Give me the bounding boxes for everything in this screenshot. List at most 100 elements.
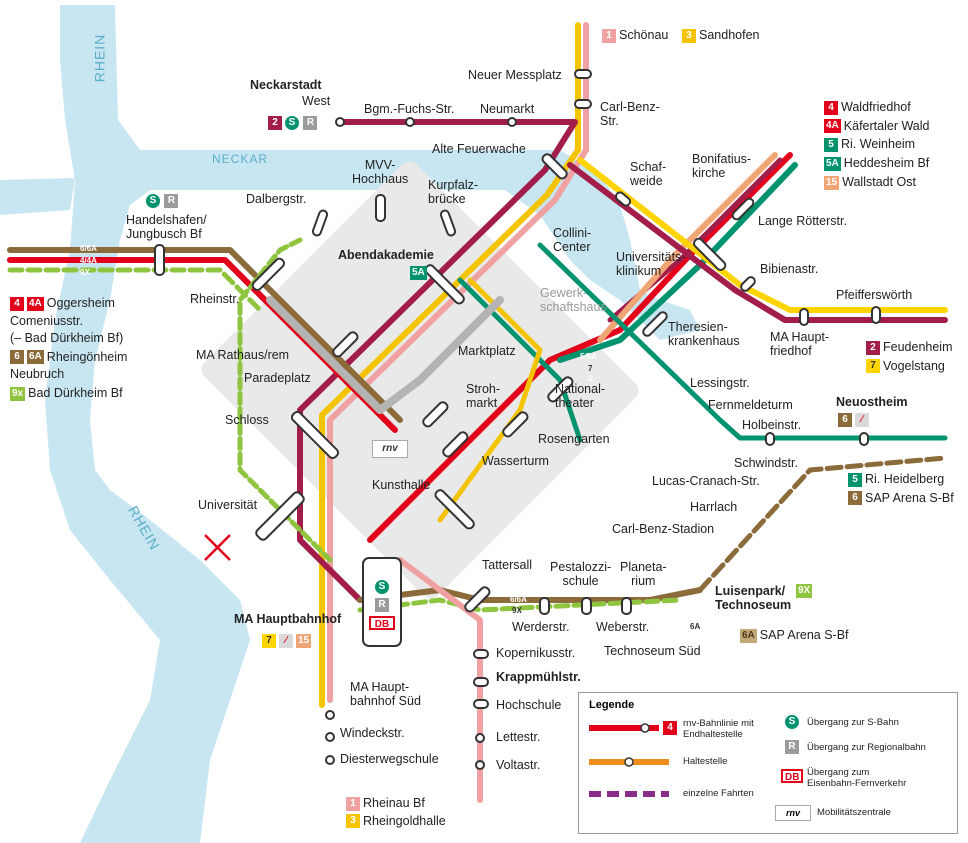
track-label-luisen-6: 6 — [684, 582, 689, 591]
station-neuostheim: Neuostheim — [836, 395, 908, 409]
station-harrlach: Harrlach — [690, 500, 738, 514]
rnv-logo: rnv — [372, 440, 408, 458]
terminal-text: Rheingönheim — [46, 349, 128, 364]
legend-line-sample — [589, 723, 659, 733]
station-neumarkt: Neumarkt — [480, 102, 535, 116]
line-badge-1: 1 — [602, 28, 616, 43]
terminal-text: Waldfriedhof — [841, 100, 911, 114]
abendakademie-badge: 5A — [410, 264, 430, 282]
legend-title: Legende — [589, 699, 635, 711]
station-weberstr: Weberstr. — [596, 620, 650, 634]
station-diesterwegschule: Diesterwegschule — [340, 752, 439, 766]
station-schafweide: Schaf- weide — [630, 160, 667, 188]
track-label-sap: 6A — [690, 622, 701, 631]
tram-lines — [7, 22, 948, 803]
track-label-nat-7: 7 — [588, 364, 593, 373]
line-badge-5a: 5A — [410, 265, 427, 280]
luisenpark-badge: 9X — [796, 582, 815, 600]
track-label-nat-2: 2 — [588, 374, 593, 383]
line-7-east — [577, 157, 948, 313]
track-label-werder-6: 6/6A — [510, 595, 527, 604]
line-badge-3: 3 — [346, 814, 360, 829]
terminal-text: Ri. Weinheim — [841, 137, 916, 152]
station-voltastr: Voltastr. — [496, 758, 541, 772]
station-planetarium: Planeta- rium — [620, 560, 667, 588]
line-badge-6: 6 — [838, 412, 852, 427]
station-tattersall: Tattersall — [482, 558, 533, 572]
line-5 — [557, 162, 798, 363]
legend-stop: Haltestelle — [683, 756, 728, 767]
handelshafen-badges: S R — [146, 192, 179, 210]
line-badge-15: 15 — [296, 633, 312, 648]
discontinued-line-badge: ⁄ — [855, 412, 869, 427]
discontinued-line-badge: ⁄ — [279, 633, 293, 648]
regional-train-icon: R — [164, 193, 179, 208]
station-windeckstr: Windeckstr. — [340, 726, 405, 740]
station-schwindstr: Schwindstr. — [734, 456, 798, 470]
terminal-text: SAP Arena S-Bf — [865, 490, 954, 505]
stop-markers — [154, 69, 881, 770]
terminal-text: Sandhofen — [699, 28, 760, 42]
legend-stop-sample — [589, 757, 669, 767]
terminal-comenius: Comeniusstr. — [10, 313, 83, 328]
station-carl-benz-str: Carl-Benz- Str. — [600, 100, 660, 128]
station-abendakademie: Abendakademie — [338, 248, 434, 262]
station-theresien: Theresien- krankenhaus — [668, 320, 740, 348]
sbahn-icon: S — [375, 580, 389, 594]
line-badge-4: 4 — [10, 296, 24, 311]
station-bgm-fuchs: Bgm.-Fuchs-Str. — [364, 102, 455, 116]
line-badge-5: 5 — [848, 472, 862, 487]
station-kopernikusstr: Kopernikusstr. — [496, 646, 576, 660]
regional-train-icon: R — [303, 115, 318, 130]
line-badge-7: 7 — [866, 359, 880, 374]
station-kurpfalzbruecke: Kurpfalz- brücke — [428, 178, 479, 206]
line-badge-5: 5 — [824, 138, 838, 153]
line-badge-2: 2 — [866, 340, 880, 355]
track-label-werder-9x: 9X — [512, 606, 522, 615]
inner-green — [457, 277, 583, 443]
regional-train-icon: R — [785, 740, 799, 754]
line-badge-5a: 5A — [824, 156, 841, 171]
station-uniklinikum: Universitäts- klinikum — [616, 250, 686, 278]
terminal-text: Feudenheim — [883, 340, 953, 354]
station-pestalozzi: Pestalozzi- schule — [550, 560, 612, 588]
line-4 — [367, 152, 793, 543]
sbahn-icon: S — [146, 193, 160, 208]
terminal-text: Wallstadt Ost — [842, 174, 916, 189]
line-badge-4a: 4A — [824, 119, 841, 134]
legend: Legende 4/4A 4 rnv-Bahnlinie mit Endhalt… — [578, 692, 958, 834]
line-badge-4: 4 — [663, 721, 677, 735]
track-label-west-6: 6/6A — [80, 244, 97, 253]
station-wasserturm: Wasserturm — [482, 454, 549, 468]
terminal-text: Rheingoldhalle — [363, 813, 446, 828]
station-krappmuehlstr: Krappmühlstr. — [496, 670, 581, 684]
legend-line-label: rnv-Bahnlinie mit Endhaltestelle — [683, 718, 754, 740]
legend-single: einzelne Fahrten — [683, 788, 754, 799]
station-holbeinstr: Holbeinstr. — [742, 418, 802, 432]
line-2-east — [567, 162, 948, 323]
neuostheim-badges: 6⁄ — [838, 411, 872, 429]
sbahn-icon: S — [785, 715, 799, 729]
line-badge-6a: 6A — [27, 350, 44, 365]
station-carl-benz-stadion: Carl-Benz-Stadion — [612, 522, 715, 536]
station-alte-feuerwache: Alte Feuerwache — [432, 142, 526, 156]
station-hauptbahnhof: MA Hauptbahnhof — [234, 612, 342, 626]
hauptbahnhof-badges: 7⁄15 — [262, 632, 314, 650]
legend-regional: Übergang zur Regionalbahn — [807, 742, 926, 753]
station-lessingstr: Lessingstr. — [690, 376, 750, 390]
station-lange-roetter: Lange Rötterstr. — [758, 214, 847, 228]
station-handelshafen: Handelshafen/ Jungbusch Bf — [126, 213, 207, 241]
station-west: West — [302, 94, 331, 108]
station-fernmeldeturm: Fernmeldeturm — [708, 398, 793, 412]
station-strohmarkt: Stroh- markt — [466, 382, 501, 410]
